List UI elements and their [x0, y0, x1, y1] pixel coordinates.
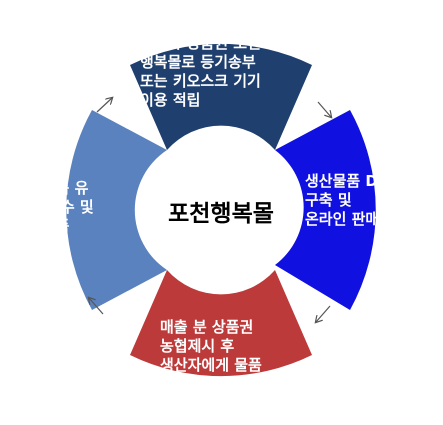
- segment-bottom: [130, 270, 312, 377]
- segment-top-line: 소비자 상품권 포천: [140, 34, 261, 52]
- arrow-top-to-right: [317, 101, 331, 117]
- segment-right-text: 생산물품 DB 구축 및 온라인 판매: [305, 172, 389, 229]
- segment-left-line: 신상품: [28, 217, 70, 235]
- segment-top-line: 이용 적립: [140, 91, 201, 109]
- segment-bottom-line: 생산자에게 물품: [160, 356, 262, 374]
- segment-right-line: 온라인 판매: [305, 210, 380, 228]
- segment-bottom-line: 매출 분 상품권: [160, 318, 254, 336]
- segment-bottom-text: 매출 분 상품권 농협제시 후 생산자에게 물품 대금 송금: [160, 318, 262, 394]
- segment-left-line: 온라인: [28, 160, 70, 178]
- segment-left-line: 플랫폼 유: [28, 179, 89, 197]
- segment-top-line: 행복몰로 등기송부: [140, 53, 256, 71]
- segment-bottom-line: 농협제시 후: [160, 337, 235, 355]
- segment-right: [275, 110, 376, 310]
- arrow-left-to-top: [96, 98, 112, 113]
- arrow-right-to-bottom: [316, 305, 331, 322]
- arrow-bottom-to-left: [89, 298, 104, 315]
- segment-bottom-line: 대금 송금: [160, 375, 221, 393]
- segment-left-text: 온라인 플랫폼 유 지 보수 및 신상품 개발: [28, 160, 94, 255]
- segment-top-line: 또는 키오스크 기기: [140, 72, 261, 90]
- segment-right-line: 생산물품 DB: [305, 172, 390, 190]
- center-title: 포천행복몰: [168, 201, 274, 227]
- segment-left-line: 개발: [28, 236, 56, 254]
- segment-top: [130, 43, 312, 151]
- segment-right-line: 구축 및: [305, 191, 352, 209]
- segment-left: [66, 110, 167, 310]
- segment-left-line: 지 보수 및: [28, 198, 94, 216]
- segment-top-text: 소비자 상품권 포천 행복몰로 등기송부 또는 키오스크 기기 이용 적립: [140, 34, 261, 110]
